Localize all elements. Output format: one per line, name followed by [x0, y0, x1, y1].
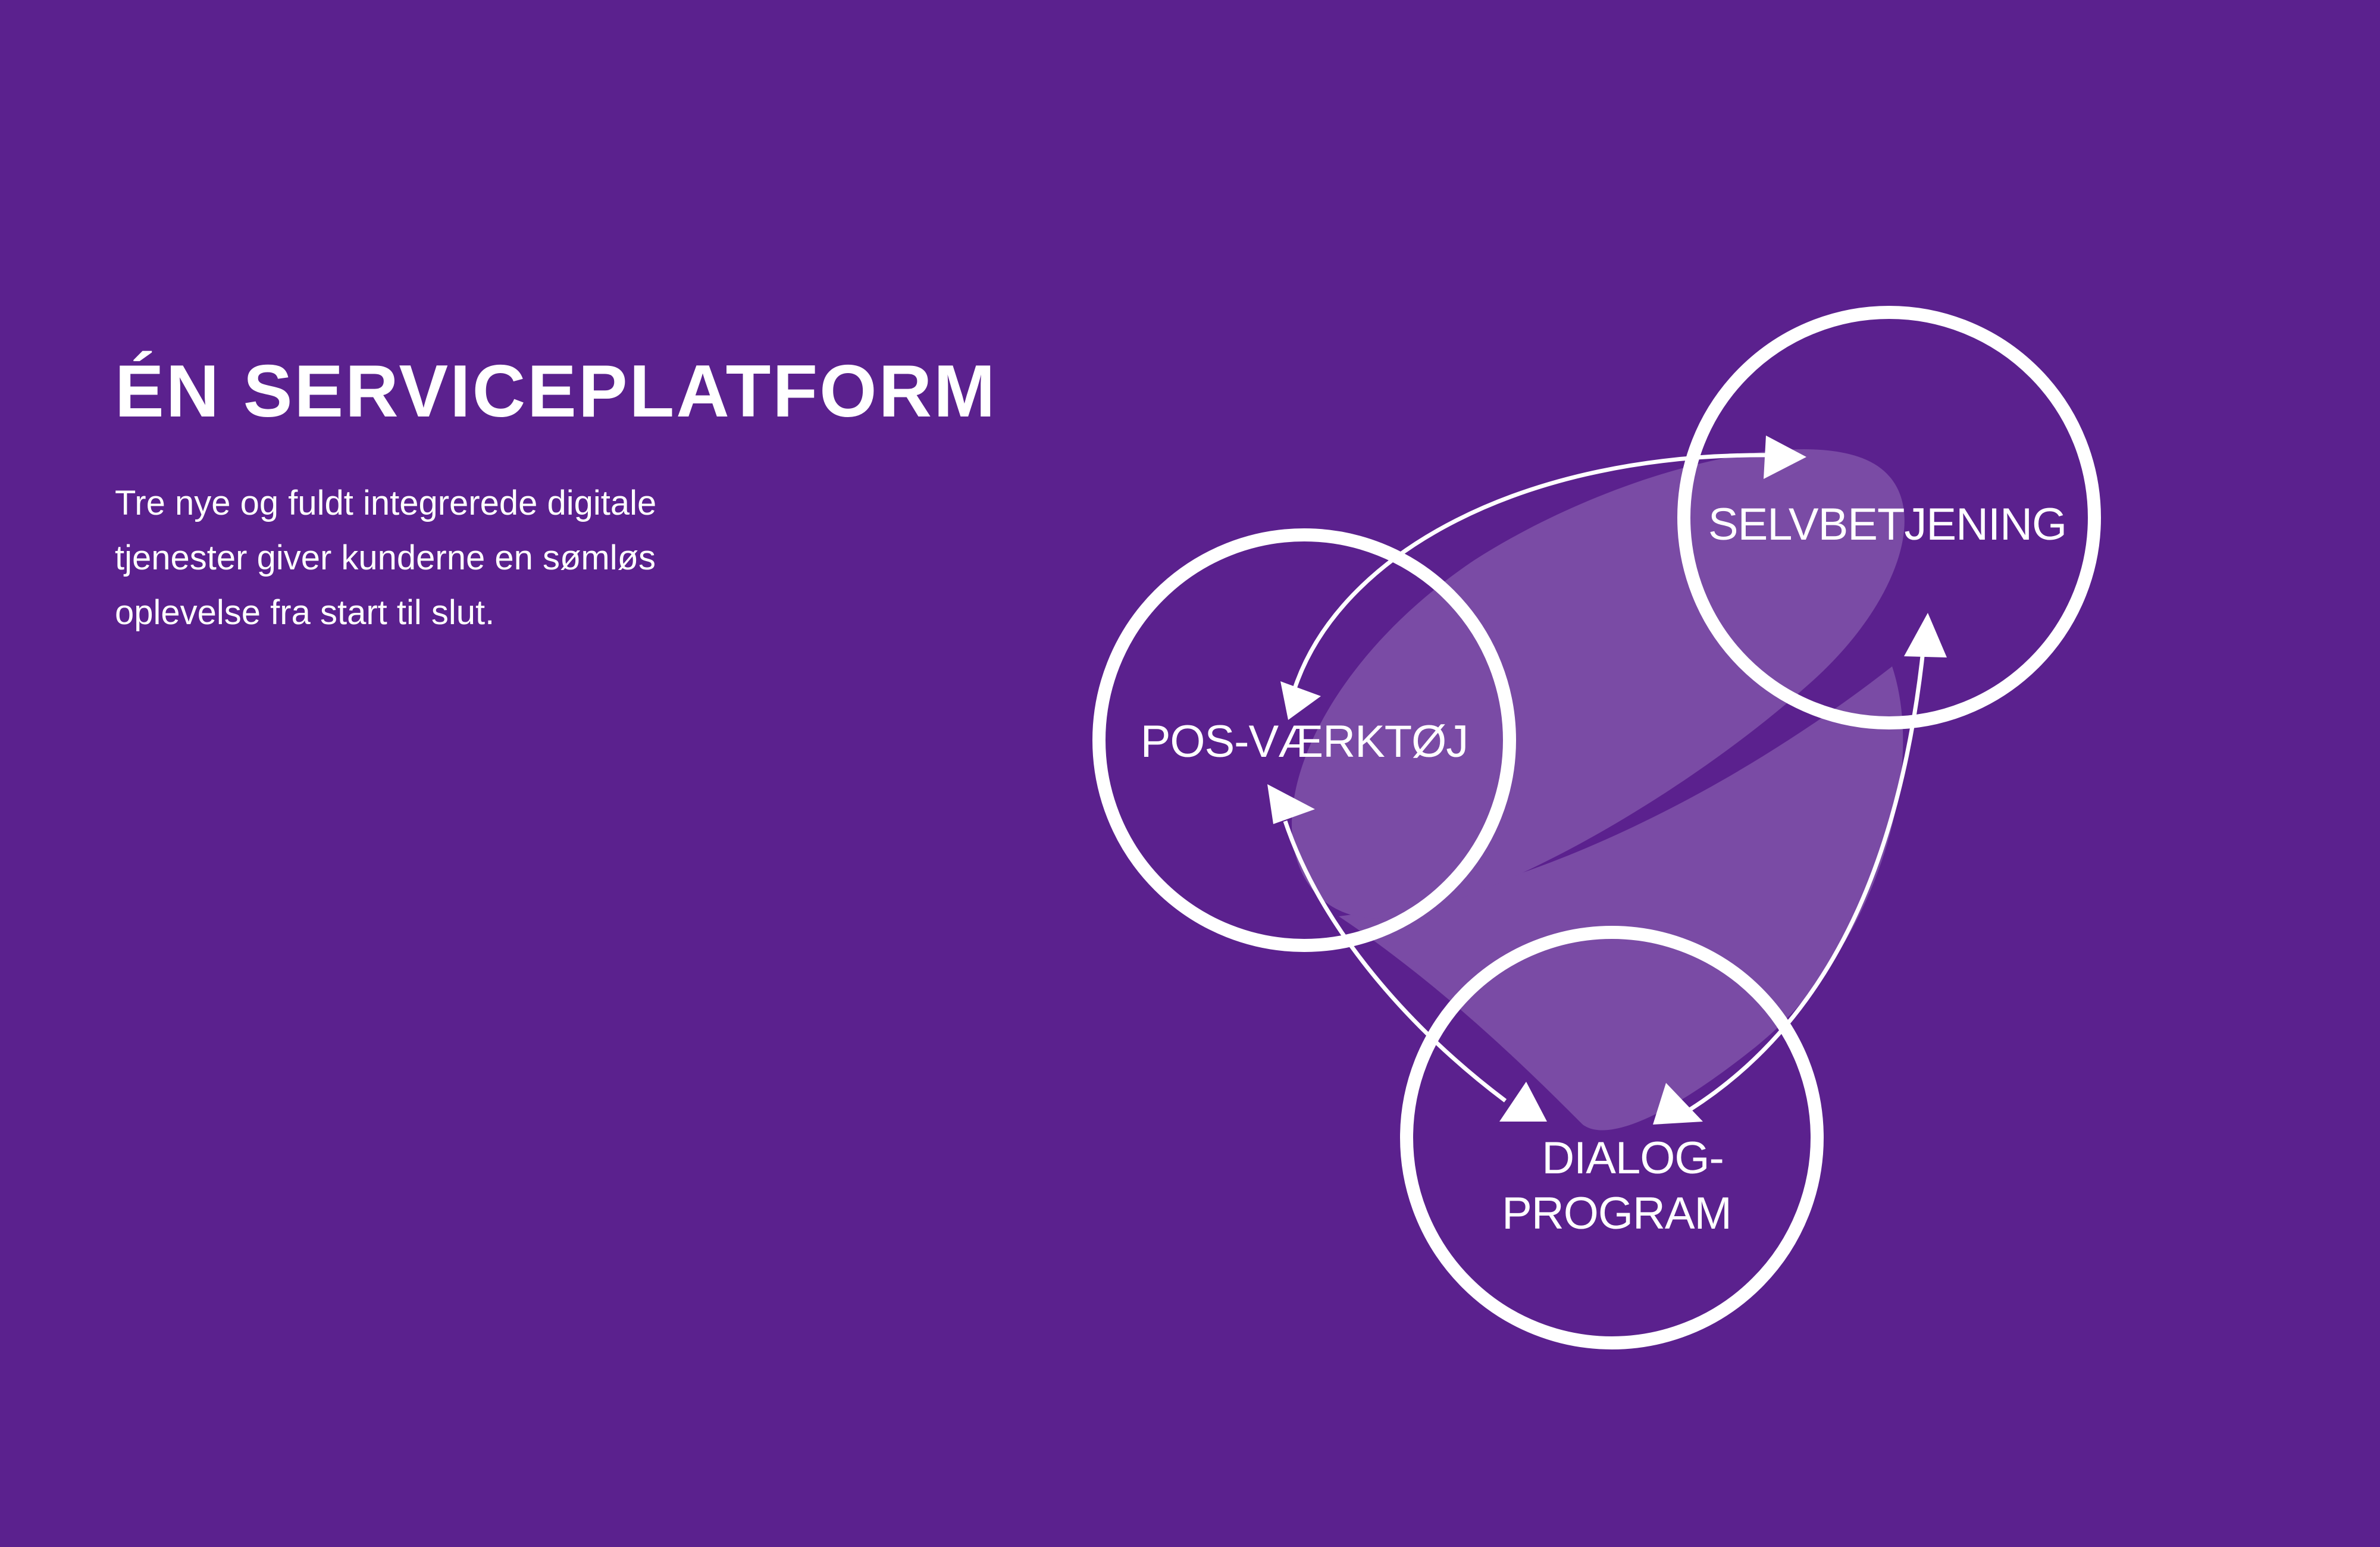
platform-blob	[1292, 449, 1905, 1130]
node-label-dialog-line1: DIALOG-	[1542, 1133, 1724, 1183]
node-label-pos: POS-VÆRKTØJ	[1141, 716, 1468, 767]
arrowhead-selvbetjening	[1904, 613, 1947, 657]
arc-pos-to-self	[1292, 453, 1774, 691]
node-pos-vaerktoej: POS-VÆRKTØJ	[1092, 528, 1516, 952]
description-line: oplevelse fra start til slut.	[115, 593, 495, 632]
arrowhead-pos-bottom	[1267, 784, 1315, 824]
node-selvbetjening: SELVBETJENING	[1677, 306, 2101, 729]
description-text: Tre nye og fuldt integrerede digitale tj…	[115, 476, 769, 640]
blob-lower-lobe	[1339, 666, 1903, 1130]
node-ring	[1092, 528, 1516, 952]
arrowhead-dialog-right	[1653, 1083, 1703, 1125]
arrowhead-pos-top	[1280, 681, 1321, 720]
blob-main-ellipse	[1292, 449, 1905, 919]
arc-dialog-to-pos	[1283, 820, 1507, 1103]
node-ring	[1400, 926, 1824, 1349]
node-dialogprogram: DIALOG- PROGRAM	[1400, 926, 1824, 1349]
node-ring	[1677, 306, 2101, 729]
description-line: tjenester giver kunderne en sømløs	[115, 538, 656, 577]
arrowhead-self	[1764, 436, 1806, 479]
description-line: Tre nye og fuldt integrerede digitale	[115, 484, 657, 522]
node-label-dialog-line2: PROGRAM	[1502, 1188, 1731, 1239]
arrowhead-dialog-left	[1499, 1082, 1547, 1122]
page-title: ÉN SERVICEPLATFORM	[115, 350, 997, 433]
arrowheads	[1267, 436, 1947, 1125]
node-label-self: SELVBETJENING	[1708, 499, 2066, 550]
